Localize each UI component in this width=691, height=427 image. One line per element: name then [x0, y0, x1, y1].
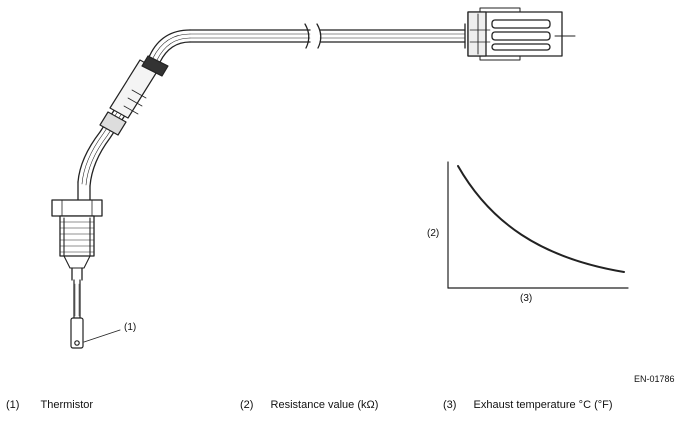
resistance-graph [447, 161, 629, 289]
legend-item-temperature: (3) Exhaust temperature °C (°F) [443, 399, 613, 411]
sensor-body [51, 181, 103, 281]
legend-number: (2) [240, 399, 254, 411]
legend-text: Exhaust temperature °C (°F) [473, 399, 613, 411]
graph-curve [457, 165, 625, 273]
figure-code: EN-01786 [634, 374, 675, 384]
legend-number: (3) [443, 399, 457, 411]
legend-text: Resistance value (kΩ) [270, 399, 379, 411]
legend-text: Thermistor [40, 399, 94, 411]
thermistor-callout: (1) [124, 322, 137, 333]
legend-item-resistance: (2) Resistance value (kΩ) [240, 399, 378, 411]
sensor-cable [189, 23, 466, 49]
probe-tip [70, 279, 121, 349]
connector-housing [464, 7, 576, 61]
cable-sleeve [99, 55, 169, 136]
legend-item-thermistor: (1) Thermistor [6, 399, 93, 411]
temperature-axis-label: (3) [520, 293, 533, 304]
resistance-axis-label: (2) [427, 228, 440, 239]
legend-number: (1) [6, 399, 20, 411]
